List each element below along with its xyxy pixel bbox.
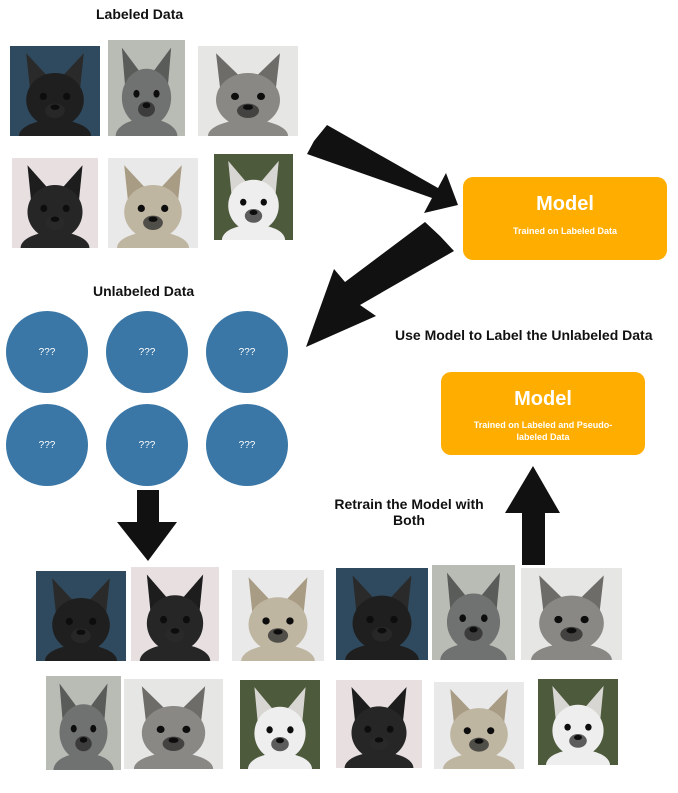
model-title: Model	[536, 193, 594, 215]
unlabeled-circle: ???	[106, 311, 188, 393]
unlabeled-circle: ???	[106, 404, 188, 486]
unlabeled-circle: ???	[6, 404, 88, 486]
model-box: Model Trained on Labeled Data	[463, 177, 667, 260]
arrow-model-to-unlabeled	[306, 222, 454, 347]
unlabeled-circle: ???	[206, 404, 288, 486]
arrow-down-to-combined	[117, 490, 177, 561]
unlabeled-data-title: Unlabeled Data	[93, 283, 195, 299]
grey-frenchie-closeup-photo	[198, 46, 298, 136]
arrow-up-to-retrained-model	[505, 466, 560, 565]
retrained-model-subtitle-line2: labeled Data	[516, 432, 570, 442]
white-frenchie-photo	[214, 154, 293, 240]
unlabeled-circle: ???	[6, 311, 88, 393]
white-frenchie-photo	[240, 680, 320, 769]
unlabeled-circle: ???	[206, 311, 288, 393]
black-frenchie-pink-bg-photo	[12, 158, 98, 248]
labeled-data-title: Labeled Data	[96, 6, 184, 22]
retrained-model-subtitle: Trained on Labeled and Pseudo- labeled D…	[441, 419, 645, 443]
black-frenchie-photo	[36, 571, 126, 661]
retrain-label: Retrain the Model with Both	[318, 496, 500, 528]
grey-frenchie-photo	[432, 565, 515, 660]
model-subtitle: Trained on Labeled Data	[512, 226, 618, 236]
retrain-label-line2: Both	[393, 512, 425, 528]
black-frenchie-pink-bg-photo	[131, 567, 219, 661]
black-frenchie-photo	[336, 568, 428, 660]
retrained-model-subtitle-line1: Trained on Labeled and Pseudo-	[473, 420, 613, 430]
use-model-label: Use Model to Label the Unlabeled Data	[395, 327, 653, 343]
grey-frenchie-closeup-photo	[124, 679, 223, 769]
fawn-frenchie-photo	[108, 158, 198, 248]
fawn-frenchie-photo	[434, 682, 524, 769]
retrained-model-title: Model	[514, 388, 572, 410]
arrow-labeled-to-model	[307, 125, 458, 213]
grey-frenchie-photo	[46, 676, 121, 770]
black-frenchie-photo	[10, 46, 100, 136]
black-frenchie-pink-bg-photo	[336, 680, 422, 768]
grey-frenchie-closeup-photo	[521, 568, 622, 660]
grey-frenchie-photo	[108, 40, 185, 136]
white-frenchie-photo	[538, 679, 618, 765]
retrained-model-box: Model Trained on Labeled and Pseudo- lab…	[441, 372, 645, 455]
fawn-frenchie-photo	[232, 570, 324, 661]
retrain-label-line1: Retrain the Model with	[334, 496, 484, 512]
